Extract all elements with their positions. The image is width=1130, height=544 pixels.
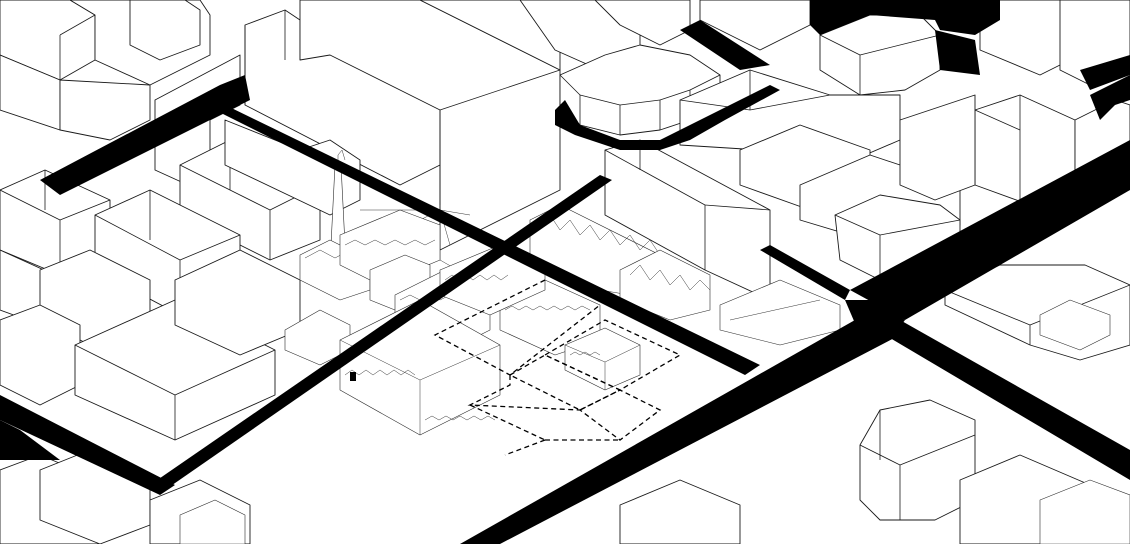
dashed-block-south xyxy=(579,389,662,441)
pitched-roof-row xyxy=(529,204,841,346)
northeast-street xyxy=(850,140,1130,320)
proposal-dashed-grid xyxy=(433,279,682,456)
southwest-street xyxy=(0,395,175,495)
south-blocks xyxy=(0,399,1130,544)
northwest-street xyxy=(205,100,760,375)
dashed-axis xyxy=(467,375,581,411)
dashed-block-north xyxy=(433,279,601,376)
east-blocks xyxy=(529,69,1130,361)
west-street xyxy=(40,75,250,195)
cross-avenue xyxy=(150,175,612,490)
main-diagonal-avenue xyxy=(460,315,900,544)
historic-factory-complex xyxy=(299,149,641,436)
southeast-street xyxy=(885,320,1130,480)
